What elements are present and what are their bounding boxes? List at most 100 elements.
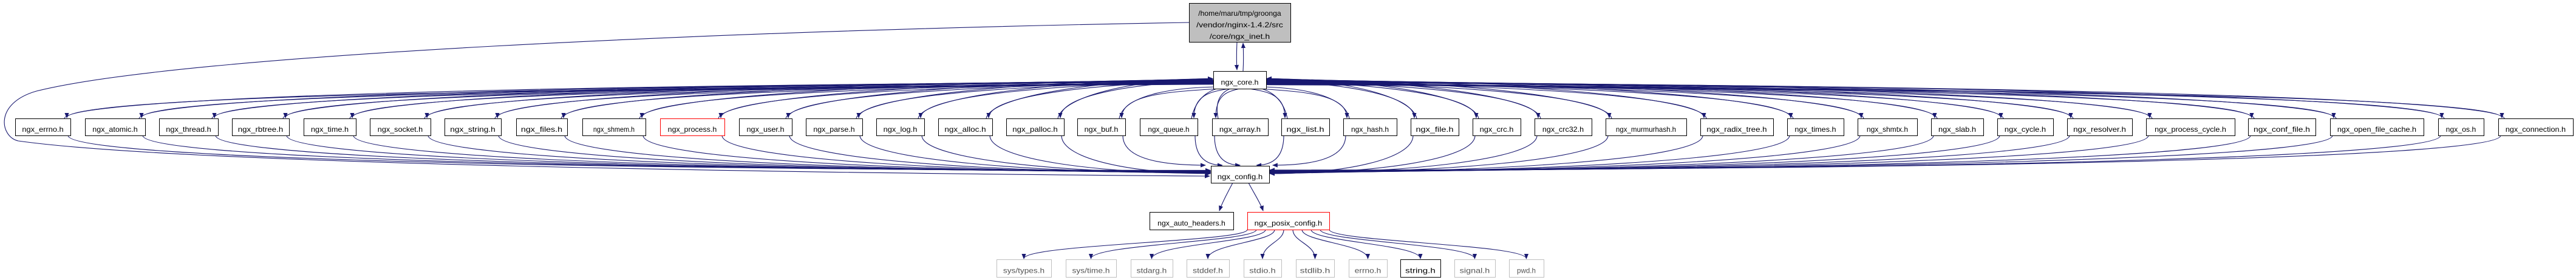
node-errno-h[interactable]: errno.h (1349, 259, 1388, 278)
node-ngx-auto-headers-h[interactable]: ngx_auto_headers.h (1150, 212, 1234, 230)
node-stdio-h[interactable]: stdio.h (1244, 259, 1282, 278)
node-label: ngx_config.h (1218, 172, 1262, 181)
node-ngx-thread-h[interactable]: ngx_thread.h (159, 118, 219, 136)
node-pwd-h[interactable]: pwd.h (1509, 259, 1544, 278)
node-label: ngx_atomic.h (92, 125, 137, 134)
node-ngx-posix-config-h[interactable]: ngx_posix_config.h (1247, 212, 1330, 230)
edge-core-to-ngx-array-h (1213, 88, 1240, 118)
node-stdarg-h[interactable]: stdarg.h (1131, 259, 1173, 278)
edge-ngx-cycle-h-to-core (1266, 78, 2004, 119)
node-string-h[interactable]: string.h (1400, 259, 1441, 278)
node-stddef-h[interactable]: stddef.h (1187, 259, 1230, 278)
node-ngx-slab-h[interactable]: ngx_slab.h (1931, 118, 1984, 136)
nodes-layer: /home/maru/tmp/groonga/vendor/nginx-1.4.… (15, 3, 2574, 278)
edge-ngx-list-h-to-core (1249, 84, 1288, 119)
node-ngx-buf-h[interactable]: ngx_buf.h (1077, 118, 1126, 136)
edges-layer (4, 22, 2505, 259)
edge-posix-to-sys-time-h (1088, 229, 1257, 259)
node-label: ngx_slab.h (1938, 125, 1976, 134)
node-ngx-resolver-h[interactable]: ngx_resolver.h (2067, 118, 2133, 136)
node-label: ngx_log.h (884, 125, 918, 134)
node-ngx-queue-h[interactable]: ngx_queue.h (1140, 118, 1198, 136)
node-box (1535, 118, 1592, 136)
node-ngx-shmtx-h[interactable]: ngx_shmtx.h (1858, 118, 1918, 136)
node-ngx-core-h[interactable]: ngx_core.h (1213, 71, 1267, 89)
node-ngx-rbtree-h[interactable]: ngx_rbtree.h (232, 118, 290, 136)
node-ngx-conf-file-h[interactable]: ngx_conf_file.h (2248, 118, 2316, 136)
node-ngx-hash-h[interactable]: ngx_hash.h (1343, 118, 1397, 136)
node-label: ngx_times.h (1794, 125, 1836, 134)
node-ngx-parse-h[interactable]: ngx_parse.h (806, 118, 863, 136)
node-ngx-connection-h[interactable]: ngx_connection.h (2498, 118, 2574, 136)
node-sys-types-h[interactable]: sys/types.h (997, 259, 1052, 278)
node-ngx-os-h[interactable]: ngx_os.h (2438, 118, 2484, 136)
node-label: errno.h (1355, 267, 1381, 275)
node-ngx-alloc-h[interactable]: ngx_alloc.h (938, 118, 993, 136)
node-label: string.h (1405, 267, 1436, 275)
node-label: ngx_murmurhash.h (1616, 125, 1676, 134)
node-ngx-murmurhash-h[interactable]: ngx_murmurhash.h (1606, 118, 1687, 136)
node-label: stdio.h (1249, 267, 1275, 275)
node-ngx-crc-h[interactable]: ngx_crc.h (1473, 118, 1521, 136)
node-label: ngx_connection.h (2506, 125, 2566, 134)
node-box (1473, 118, 1521, 136)
node-ngx-user-h[interactable]: ngx_user.h (739, 118, 792, 136)
node-ngx-cycle-h[interactable]: ngx_cycle.h (1997, 118, 2054, 136)
node-ngx-string-h[interactable]: ngx_string.h (445, 118, 502, 136)
node-ngx-errno-h[interactable]: ngx_errno.h (15, 118, 71, 136)
node-box (1187, 259, 1230, 278)
node-label: ngx_resolver.h (2073, 125, 2126, 134)
edge-core-to-ngx-buf-h (1119, 88, 1219, 118)
node-root-ngx-inet-h[interactable]: /home/maru/tmp/groonga/vendor/nginx-1.4.… (1189, 3, 1291, 43)
node-ngx-times-h[interactable]: ngx_times.h (1787, 118, 1844, 136)
node-ngx-socket-h[interactable]: ngx_socket.h (370, 118, 431, 136)
node-ngx-time-h[interactable]: ngx_time.h (304, 118, 356, 136)
node-label: ngx_crc32.h (1542, 125, 1584, 134)
node-label: ngx_parse.h (813, 125, 854, 134)
node-stdlib-h[interactable]: stdlib.h (1296, 259, 1335, 278)
node-label: ngx_time.h (311, 125, 349, 134)
node-ngx-array-h[interactable]: ngx_array.h (1212, 118, 1269, 136)
node-ngx-radix-tree-h[interactable]: ngx_radix_tree.h (1700, 118, 1774, 136)
edge-posix-to-sys-types-h (1021, 229, 1248, 259)
node-ngx-files-h[interactable]: ngx_files.h (516, 118, 568, 136)
node-ngx-list-h[interactable]: ngx_list.h (1281, 118, 1330, 136)
node-ngx-log-h[interactable]: ngx_log.h (876, 118, 925, 136)
node-label: ngx_crc.h (1480, 125, 1514, 134)
node-box (1349, 259, 1388, 278)
node-label: ngx_palloc.h (1012, 125, 1057, 134)
edge-ngx-log-h-to-config (921, 135, 1211, 176)
node-box (516, 118, 568, 136)
node-box (806, 118, 863, 136)
node-ngx-process-cycle-h[interactable]: ngx_process_cycle.h (2146, 118, 2235, 136)
node-label: ngx_os.h (2446, 125, 2476, 134)
edge-ngx-hash-h-to-core (1259, 84, 1350, 119)
node-ngx-palloc-h[interactable]: ngx_palloc.h (1006, 118, 1065, 136)
edge-ngx-socket-h-to-core (424, 78, 1213, 119)
edge-ngx-process-cycle-h-to-core (1266, 79, 2153, 119)
node-signal-h[interactable]: signal.h (1454, 259, 1496, 278)
node-label: ngx_array.h (1219, 125, 1261, 134)
node-box (1247, 212, 1330, 230)
node-box (2067, 118, 2133, 136)
node-ngx-atomic-h[interactable]: ngx_atomic.h (85, 118, 146, 136)
node-ngx-open-file-cache-h[interactable]: ngx_open_file_cache.h (2330, 118, 2424, 136)
node-label: ngx_radix_tree.h (1706, 125, 1767, 134)
node-ngx-file-h[interactable]: ngx_file.h (1411, 118, 1459, 136)
edge-core-to-ngx-connection-h (1266, 84, 2504, 118)
node-label: ngx_process.h (668, 125, 717, 134)
edge-ngx-palloc-h-to-core (1057, 76, 1213, 119)
node-ngx-crc32-h[interactable]: ngx_crc32.h (1535, 118, 1592, 136)
edge-config-to-auto-headers (1219, 182, 1233, 211)
node-box (2146, 118, 2235, 136)
node-ngx-process-h[interactable]: ngx_process.h (660, 118, 725, 136)
node-ngx-config-h[interactable]: ngx_config.h (1211, 166, 1270, 183)
node-ngx-shmem-h[interactable]: ngx_shmem.h (582, 118, 646, 136)
node-sys-time-h[interactable]: sys/time.h (1066, 259, 1117, 278)
node-label: ngx_rbtree.h (238, 125, 283, 134)
node-box (660, 118, 725, 136)
node-label: ngx_core.h (1221, 78, 1259, 87)
node-box (1244, 259, 1282, 278)
